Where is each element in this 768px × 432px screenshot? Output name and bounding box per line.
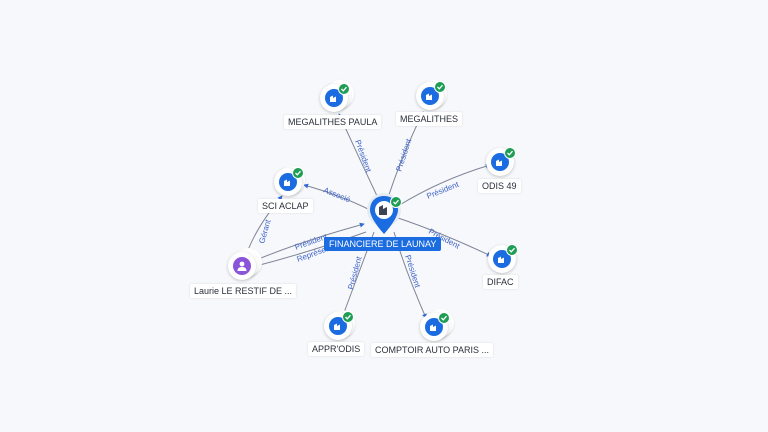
center-node[interactable] bbox=[366, 192, 402, 238]
building-icon bbox=[426, 93, 432, 100]
building-icon bbox=[284, 179, 290, 186]
edge-label-laurie-gerant: Gérant bbox=[257, 218, 273, 245]
verified-check-icon bbox=[438, 312, 450, 324]
node-label[interactable]: DIFAC bbox=[483, 275, 518, 289]
node-laurie[interactable] bbox=[226, 248, 270, 286]
node-label[interactable]: MEGALITHES PAULA bbox=[284, 115, 382, 129]
person-icon bbox=[237, 261, 247, 271]
node-appr-odis[interactable] bbox=[322, 310, 362, 346]
node-label[interactable]: APPR'ODIS bbox=[308, 342, 365, 356]
verified-check-icon bbox=[434, 81, 446, 93]
node-megalithes-paula[interactable] bbox=[318, 80, 358, 118]
node-odis-49[interactable] bbox=[484, 147, 524, 182]
node-label[interactable]: MEGALITHES bbox=[396, 112, 463, 126]
edge-sci-aclap bbox=[303, 183, 371, 211]
node-comptoir[interactable] bbox=[418, 309, 462, 347]
node-label[interactable]: ODIS 49 bbox=[478, 179, 521, 193]
edge-odis-49 bbox=[397, 163, 491, 207]
edge-label-appr-odis: Président bbox=[346, 255, 364, 291]
edge-difac bbox=[397, 217, 492, 257]
edge-laurie-representant bbox=[255, 231, 367, 267]
node-megalithes[interactable] bbox=[414, 80, 454, 116]
verified-check-icon bbox=[390, 196, 402, 208]
verified-check-icon bbox=[292, 167, 304, 179]
edge-label-megalithes: Président bbox=[394, 137, 413, 173]
node-sci-aclap[interactable] bbox=[272, 166, 312, 202]
edge-label-megalithes-paula: Président bbox=[353, 139, 373, 175]
verified-check-icon bbox=[504, 147, 516, 159]
edge-laurie-president bbox=[255, 222, 365, 261]
building-icon bbox=[430, 324, 436, 331]
node-label[interactable]: COMPTOIR AUTO PARIS ... bbox=[371, 343, 494, 357]
node-label[interactable]: Laurie LE RESTIF DE ... bbox=[190, 284, 297, 298]
verified-check-icon bbox=[506, 244, 518, 256]
edge-label-sci-aclap: Associé bbox=[322, 186, 352, 205]
edge-label-comptoir: Président bbox=[403, 254, 422, 290]
verified-check-icon bbox=[338, 83, 350, 95]
building-icon bbox=[334, 323, 340, 330]
building-icon bbox=[498, 256, 504, 263]
center-node-label[interactable]: FINANCIERE DE LAUNAY bbox=[324, 237, 442, 251]
building-icon bbox=[496, 159, 502, 166]
verified-check-icon bbox=[342, 311, 354, 323]
node-label[interactable]: SCI ACLAP bbox=[258, 199, 313, 213]
building-icon bbox=[330, 95, 336, 102]
node-difac[interactable] bbox=[486, 244, 526, 279]
